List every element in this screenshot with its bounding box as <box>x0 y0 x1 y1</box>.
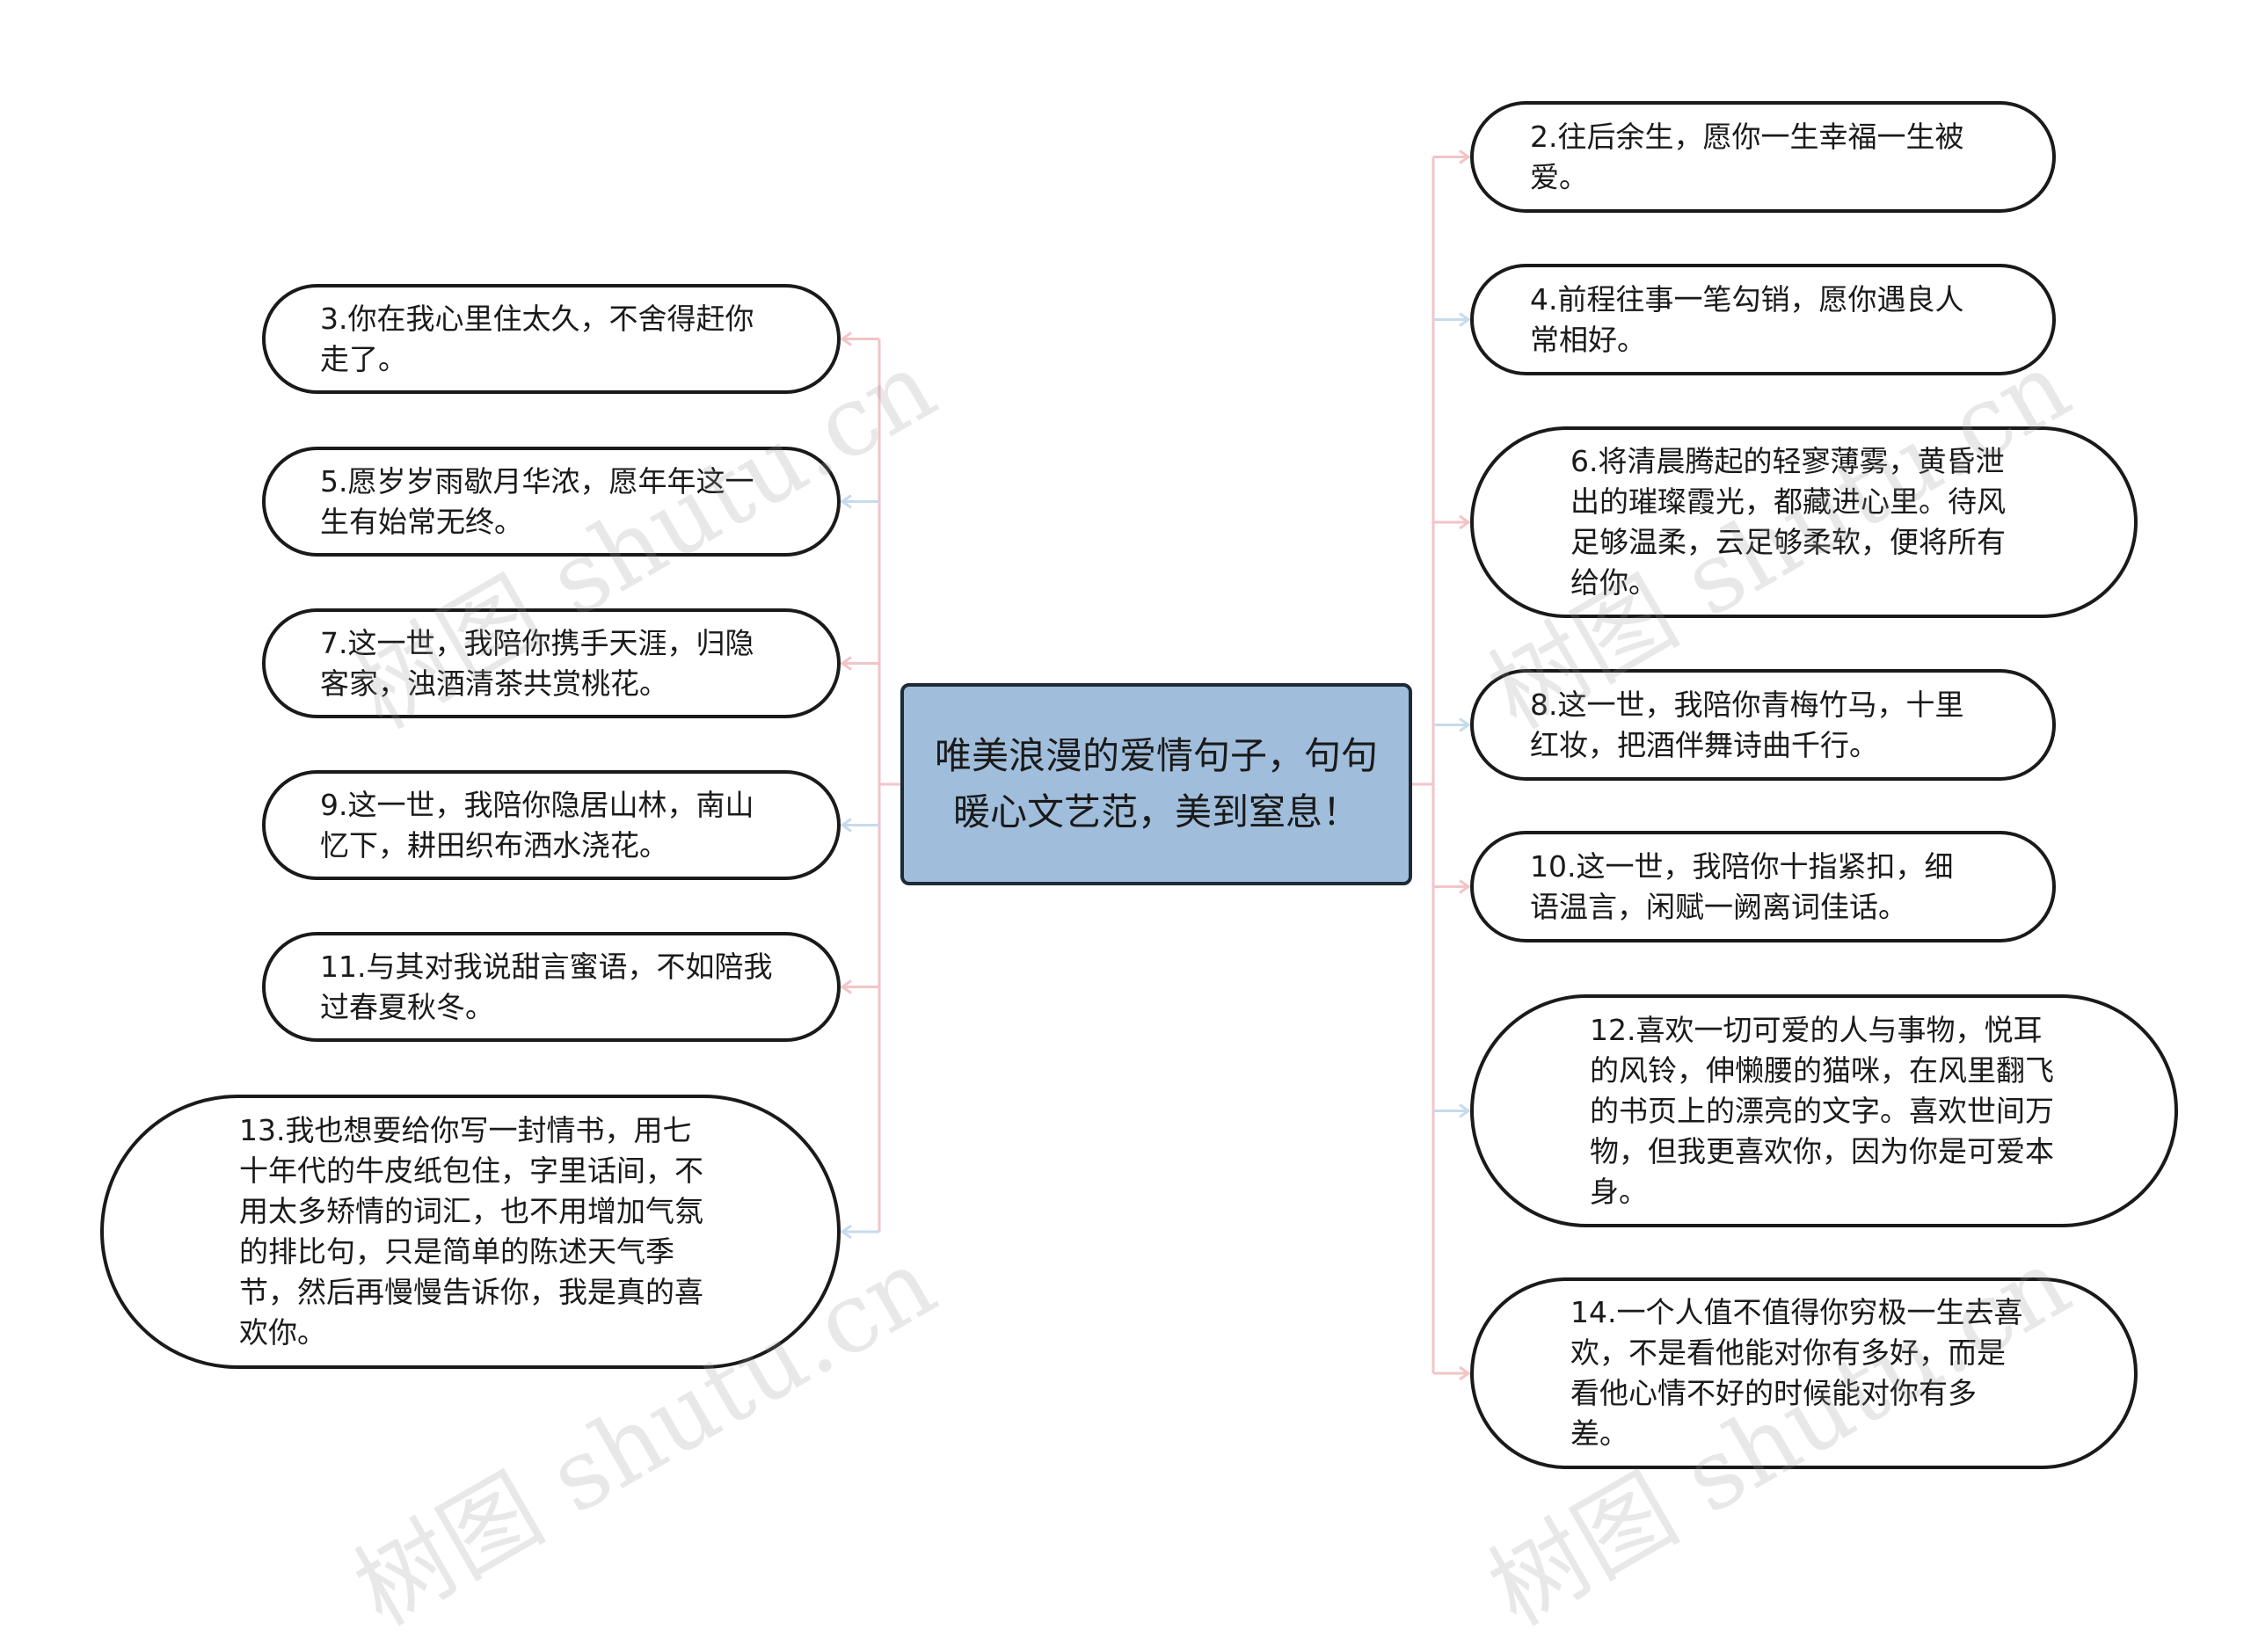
connector-arrow-icon <box>840 656 852 671</box>
connector-arrow-icon <box>1459 1103 1471 1118</box>
left-topic-13[interactable]: 13.我也想要给你写一封情书，用七十年代的牛皮纸包住，字里话间，不用太多矫情的词… <box>100 1095 841 1369</box>
connector-arrow-icon <box>1459 149 1471 164</box>
right-topic-8[interactable]: 8.这一世，我陪你青梅竹马，十里红妆，把酒伴舞诗曲千行。 <box>1470 669 2056 781</box>
left-topic-11[interactable]: 11.与其对我说甜言蜜语，不如陪我过春夏秋冬。 <box>262 932 841 1042</box>
connector-arrow-icon <box>840 818 852 833</box>
right-topic-10[interactable]: 10.这一世，我陪你十指紧扣，细语温言，闲赋一阙离词佳话。 <box>1470 831 2056 942</box>
central-topic-text: 唯美浪漫的爱情句子，句句暖心文艺范，美到窒息！ <box>934 734 1378 833</box>
connector-arrow-icon <box>840 331 852 346</box>
connector-arrow-icon <box>1459 1365 1471 1381</box>
left-topic-9[interactable]: 9.这一世，我陪你隐居山林，南山忆下，耕田织布洒水浇花。 <box>262 770 841 880</box>
topic-text: 7.这一世，我陪你携手天涯，归隐客家，浊酒清茶共赏桃花。 <box>320 625 754 701</box>
right-topic-12[interactable]: 12.喜欢一切可爱的人与事物，悦耳的风铃，伸懒腰的猫咪，在风里翻飞的书页上的漂亮… <box>1470 994 2178 1227</box>
topic-text: 13.我也想要给你写一封情书，用七十年代的牛皮纸包住，字里话间，不用太多矫情的词… <box>239 1113 703 1350</box>
topic-text: 9.这一世，我陪你隐居山林，南山忆下，耕田织布洒水浇花。 <box>320 787 754 862</box>
connector-arrow-icon <box>1459 717 1471 732</box>
connector-arrow-icon <box>840 1224 852 1240</box>
connector-arrow-icon <box>840 494 852 509</box>
topic-text: 5.愿岁岁雨歇月华浓，愿年年这一生有始常无终。 <box>320 463 754 539</box>
topic-text: 12.喜欢一切可爱的人与事物，悦耳的风铃，伸懒腰的猫咪，在风里翻飞的书页上的漂亮… <box>1590 1012 2054 1209</box>
left-topic-7[interactable]: 7.这一世，我陪你携手天涯，归隐客家，浊酒清茶共赏桃花。 <box>262 608 841 718</box>
topic-text: 8.这一世，我陪你青梅竹马，十里红妆，把酒伴舞诗曲千行。 <box>1530 687 1964 762</box>
right-topic-4[interactable]: 4.前程往事一笔勾销，愿你遇良人常相好。 <box>1470 264 2056 375</box>
topic-text: 4.前程往事一笔勾销，愿你遇良人常相好。 <box>1530 281 1964 357</box>
topic-text: 10.这一世，我陪你十指紧扣，细语温言，闲赋一阙离词佳话。 <box>1530 848 1954 924</box>
topic-text: 2.往后余生，愿你一生幸福一生被爱。 <box>1530 119 1964 194</box>
connector-arrow-icon <box>1459 879 1471 894</box>
connector-arrow-icon <box>1459 514 1471 530</box>
topic-text: 14.一个人值不值得你穷极一生去喜欢，不是看他能对你有多好，而是看他心情不好的时… <box>1570 1295 2023 1451</box>
right-topic-14[interactable]: 14.一个人值不值得你穷极一生去喜欢，不是看他能对你有多好，而是看他心情不好的时… <box>1470 1277 2138 1469</box>
topic-text: 6.将清晨腾起的轻寥薄雾，黄昏泄出的璀璨霞光，都藏进心里。待风足够温柔，云足够柔… <box>1570 444 2006 600</box>
connector-lines <box>840 149 1471 1381</box>
left-topic-3[interactable]: 3.你在我心里住太久，不舍得赶你走了。 <box>262 284 841 394</box>
central-topic[interactable]: 唯美浪漫的爱情句子，句句暖心文艺范，美到窒息！ <box>900 683 1412 885</box>
topic-text: 11.与其对我说甜言蜜语，不如陪我过春夏秋冬。 <box>320 949 773 1024</box>
right-topic-2[interactable]: 2.往后余生，愿你一生幸福一生被爱。 <box>1470 101 2056 213</box>
connector-arrow-icon <box>840 979 852 994</box>
connector-arrow-icon <box>1459 312 1471 327</box>
right-topic-6[interactable]: 6.将清晨腾起的轻寥薄雾，黄昏泄出的璀璨霞光，都藏进心里。待风足够温柔，云足够柔… <box>1470 426 2138 618</box>
left-topic-5[interactable]: 5.愿岁岁雨歇月华浓，愿年年这一生有始常无终。 <box>262 447 841 557</box>
topic-text: 3.你在我心里住太久，不舍得赶你走了。 <box>320 301 754 376</box>
